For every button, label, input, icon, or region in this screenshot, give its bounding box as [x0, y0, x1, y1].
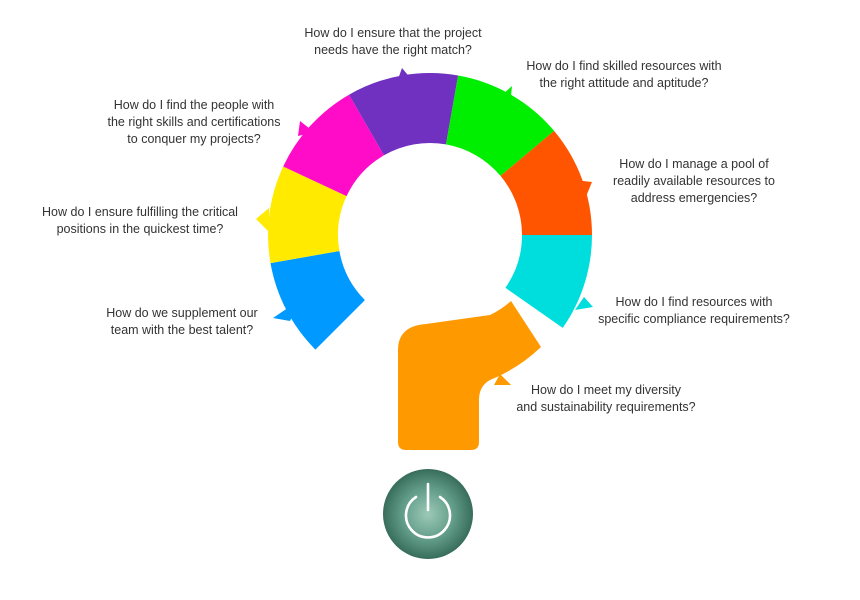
- pointer-cyan: [575, 297, 593, 310]
- question-critical-positions: How do I ensure fulfilling the critical …: [42, 205, 238, 236]
- pointer-orange-red: [574, 180, 592, 199]
- segment-yellow: [268, 166, 347, 264]
- question-skills-certifications: How do I find the people with the right …: [107, 98, 281, 146]
- pointer-magenta: [298, 121, 314, 136]
- pointer-purple: [397, 68, 412, 82]
- question-emergency-pool: How do I manage a pool of readily availa…: [613, 157, 775, 205]
- segment-cyan: [505, 235, 592, 328]
- pointer-green: [501, 86, 512, 106]
- power-icon: [404, 482, 452, 539]
- pointer-yellow: [256, 208, 269, 232]
- pointer-orange: [494, 374, 511, 385]
- segment-orange-stem: [398, 301, 541, 450]
- pointer-blue: [273, 299, 301, 321]
- segment-purple: [349, 73, 459, 156]
- segment-orange-red: [500, 130, 592, 235]
- segment-magenta: [283, 94, 384, 197]
- question-supplement-team: How do we supplement our team with the b…: [106, 306, 258, 337]
- segment-green: [446, 75, 555, 176]
- power-button-circle[interactable]: [383, 469, 473, 559]
- question-compliance: How do I find resources with specific co…: [598, 295, 790, 326]
- question-attitude-aptitude: How do I find skilled resources with the…: [526, 59, 722, 90]
- power-button[interactable]: [383, 469, 473, 559]
- question-project-match: How do I ensure that the project needs h…: [304, 26, 482, 57]
- question-diversity: How do I meet my diversity and sustainab…: [516, 383, 696, 414]
- segment-blue: [270, 251, 365, 350]
